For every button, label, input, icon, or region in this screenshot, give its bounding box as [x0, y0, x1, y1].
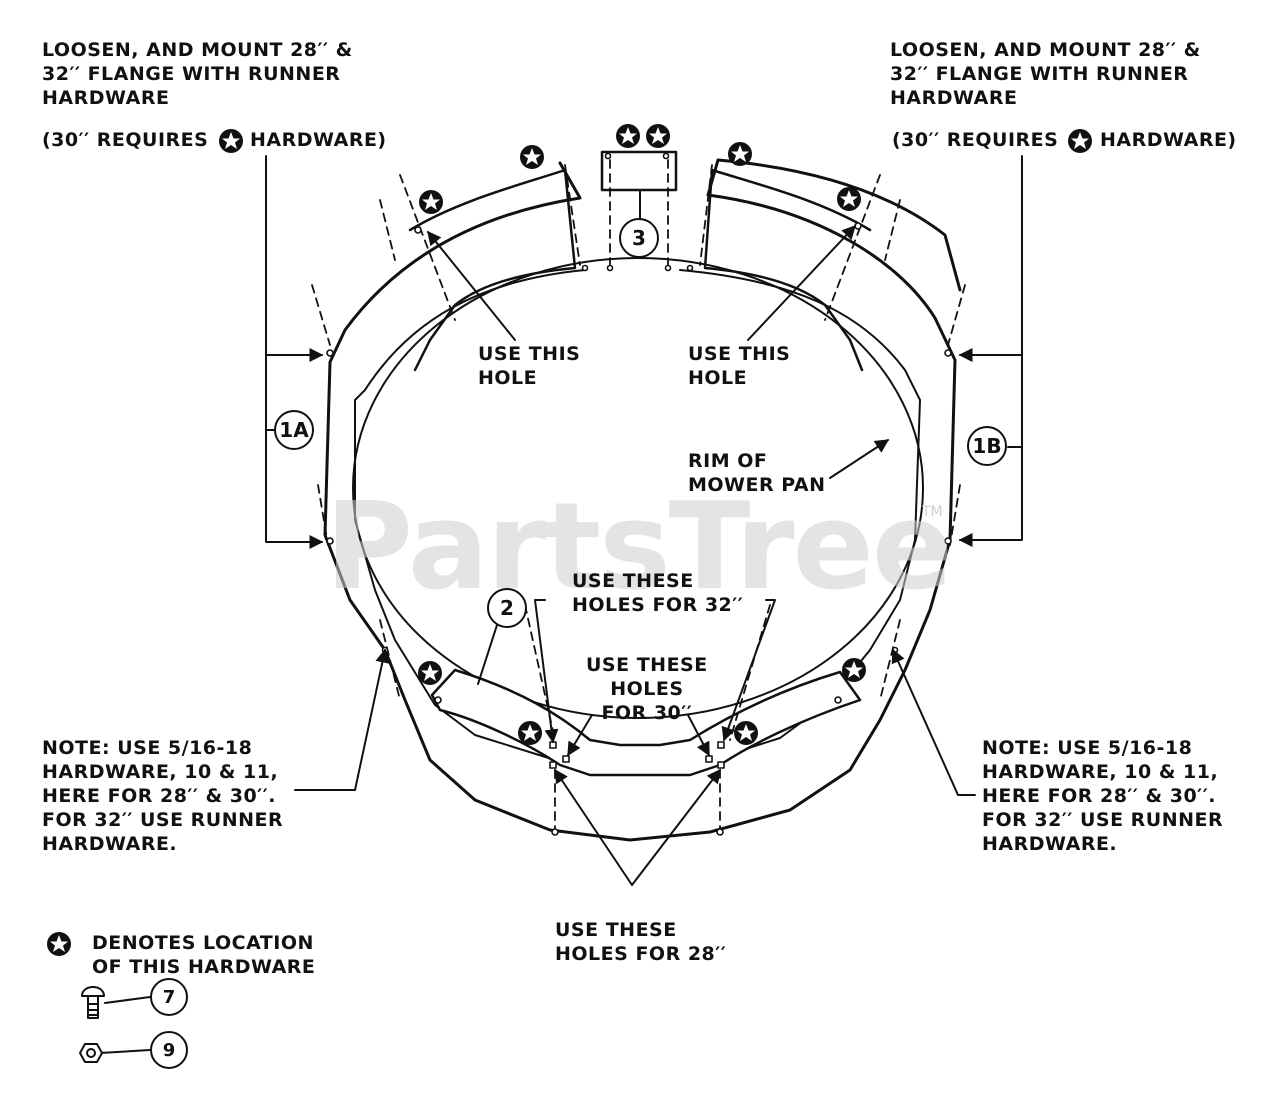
label-note-left: NOTE: USE 5/16-18 HARDWARE, 10 & 11, HER… [42, 737, 284, 855]
star-in-circle-icon [419, 190, 443, 214]
callout-7: 7 [150, 978, 188, 1016]
callout-1b: 1B [967, 426, 1007, 466]
callout-2: 2 [487, 588, 527, 628]
label-note-right: NOTE: USE 5/16-18 HARDWARE, 10 & 11, HER… [982, 737, 1224, 855]
label-top-right-note-b: HARDWARE) [1100, 129, 1237, 151]
star-in-circle-icon [837, 187, 861, 211]
label-top-left-note-a: (30′′ REQUIRES [42, 129, 209, 151]
star-in-circle-icon [520, 145, 544, 169]
star-in-circle-icon [418, 661, 442, 685]
label-rim-of-mower-pan: RIM OF MOWER PAN [688, 450, 826, 496]
carriage-bolt-icon [81, 986, 105, 1019]
star-in-circle-icon [616, 124, 640, 148]
star-in-circle-icon [842, 658, 866, 682]
hex-nut-icon [79, 1043, 103, 1063]
label-top-right: LOOSEN, AND MOUNT 28′′ & 32′′ FLANGE WIT… [890, 39, 1201, 109]
label-top-left: LOOSEN, AND MOUNT 28′′ & 32′′ FLANGE WIT… [42, 39, 353, 109]
watermark-trademark: TM [922, 504, 943, 520]
star-in-circle-icon [1068, 129, 1092, 153]
watermark: PartsTree [325, 478, 953, 617]
label-holes-28: USE THESE HOLES FOR 28′′ [555, 919, 727, 965]
mower-pan-rim [352, 257, 924, 719]
flange-outer-edge [323, 158, 962, 842]
label-holes-30: USE THESE HOLES FOR 30′′ [586, 654, 708, 724]
label-holes-32: USE THESE HOLES FOR 32′′ [572, 570, 744, 616]
callout-3: 3 [619, 218, 659, 258]
label-use-this-hole-left: USE THIS HOLE [478, 343, 581, 389]
label-top-right-note-a: (30′′ REQUIRES [892, 129, 1059, 151]
label-use-this-hole-right: USE THIS HOLE [688, 343, 791, 389]
callout-9: 9 [150, 1031, 188, 1069]
star-in-circle-icon [728, 142, 752, 166]
callout-1a: 1A [274, 410, 314, 450]
star-in-circle-icon [518, 721, 542, 745]
star-in-circle-icon [734, 721, 758, 745]
front-bracket [430, 668, 862, 777]
star-in-circle-icon [47, 932, 71, 956]
star-in-circle-icon [646, 124, 670, 148]
label-legend: DENOTES LOCATION OF THIS HARDWARE [92, 932, 316, 978]
star-in-circle-icon [219, 129, 243, 153]
label-top-left-note-b: HARDWARE) [250, 129, 387, 151]
